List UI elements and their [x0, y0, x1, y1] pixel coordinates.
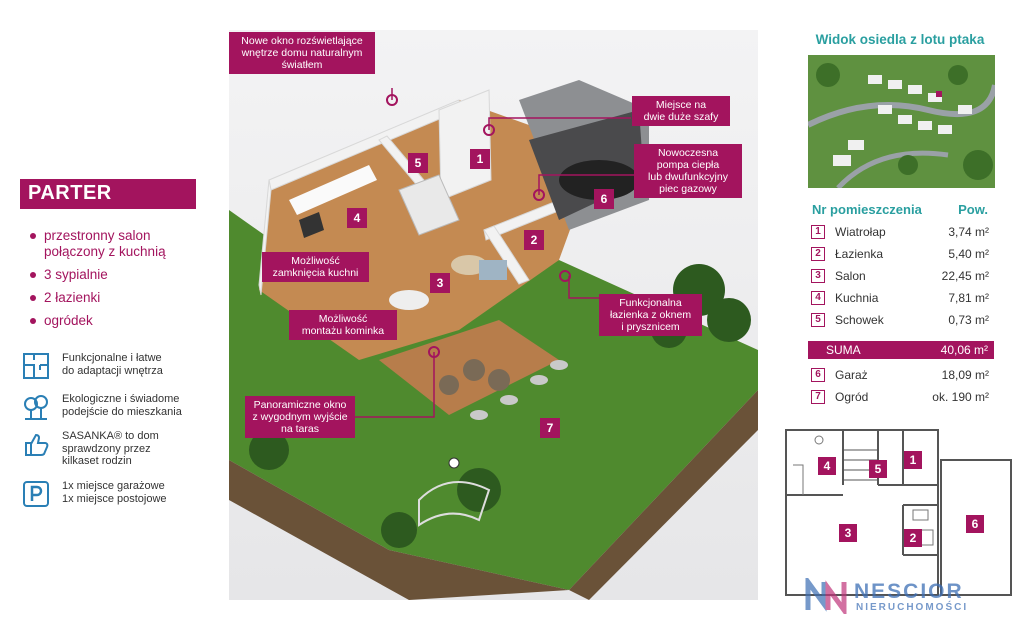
- rooms-header-area: Pow.: [958, 202, 988, 217]
- parter-title: PARTER: [20, 179, 196, 209]
- room-number: 3: [811, 269, 825, 283]
- room-marker-3: 3: [430, 273, 450, 293]
- room-area: 7,81 m²: [948, 291, 989, 305]
- callout-wardrobes: Miejsce na dwie duże szafy: [632, 96, 730, 126]
- callout-heatpump: Nowoczesna pompa ciepła lub dwufunkcyjny…: [634, 144, 742, 198]
- room-name: Garaż: [835, 368, 868, 382]
- logo-sub: NIERUCHOMOŚCI: [856, 602, 969, 613]
- benefit-ecology: Ekologiczne i świadome podejście do mies…: [22, 393, 222, 427]
- parking-icon: [23, 481, 49, 507]
- feature-item: 3 sypialnie: [30, 267, 220, 283]
- room-name: Salon: [835, 269, 866, 283]
- callout-kitchen-close: Możliwość zamknięcia kuchni: [262, 252, 369, 282]
- logo-mark-icon: [805, 578, 847, 614]
- benefit-parking: 1x miejsce garażowe 1x miejsce postojowe: [22, 480, 222, 514]
- room-marker-6: 6: [594, 189, 614, 209]
- aerial-photo: [808, 55, 995, 188]
- room-row: 7 Ogród ok. 190 m²: [811, 389, 991, 407]
- plan-marker-5: 5: [869, 460, 887, 478]
- benefit-adaptation: Funkcjonalne i łatwe do adaptacji wnętrz…: [22, 352, 222, 386]
- house-render: Nowe okno rozświetlające wnętrze domu na…: [229, 30, 758, 600]
- logo-brand: NESCIOR: [854, 580, 964, 603]
- room-name: Ogród: [835, 390, 869, 404]
- room-number: 6: [811, 368, 825, 382]
- nescior-logo: NESCIOR NIERUCHOMOŚCI: [804, 578, 1014, 616]
- room-number: 1: [811, 225, 825, 239]
- callout-window: Nowe okno rozświetlające wnętrze domu na…: [229, 32, 375, 74]
- tree-icon: [24, 395, 48, 420]
- plan-marker-2: 2: [904, 529, 922, 547]
- callout-fireplace: Możliwość montażu kominka: [289, 310, 397, 340]
- room-number: 2: [811, 247, 825, 261]
- room-area: ok. 190 m²: [932, 390, 989, 404]
- plan-marker-3: 3: [839, 524, 857, 542]
- room-area: 3,74 m²: [948, 225, 989, 239]
- feature-item: 2 łazienki: [30, 290, 220, 306]
- feature-item: przestronny salon połączony z kuchnią: [30, 228, 180, 260]
- thumbs-up-icon: [25, 433, 49, 456]
- room-marker-7: 7: [540, 418, 560, 438]
- benefit-text: SASANKA® to dom sprawdzony przez kilkase…: [62, 430, 159, 467]
- room-area: 22,45 m²: [941, 269, 989, 283]
- aerial-title: Widok osiedla z lotu ptaka: [815, 32, 985, 47]
- room-row: 4 Kuchnia 7,81 m²: [811, 290, 991, 308]
- room-marker-4: 4: [347, 208, 367, 228]
- room-area: 5,40 m²: [948, 247, 989, 261]
- rooms-header-number: Nr pomieszczenia: [812, 202, 922, 217]
- room-area: 0,73 m²: [948, 313, 989, 327]
- feature-item: ogródek: [30, 313, 220, 329]
- sum-label: SUMA: [826, 343, 861, 357]
- room-number: 4: [811, 291, 825, 305]
- room-number: 7: [811, 390, 825, 404]
- room-row: 2 Łazienka 5,40 m²: [811, 246, 991, 264]
- room-marker-2: 2: [524, 230, 544, 250]
- sum-row: SUMA 40,06 m²: [808, 341, 994, 359]
- plan-marker-6: 6: [966, 515, 984, 533]
- room-name: Kuchnia: [835, 291, 879, 305]
- callout-terrace: Panoramiczne okno z wygodnym wyjście na …: [245, 396, 355, 438]
- benefit-text: Ekologiczne i świadome podejście do mies…: [62, 393, 182, 418]
- floorplan-icon: [23, 353, 49, 379]
- features-list: przestronny salon połączony z kuchnią 3 …: [30, 228, 220, 336]
- callout-bathroom: Funkcjonalna łazienka z oknem i prysznic…: [599, 294, 702, 336]
- room-marker-5: 5: [408, 153, 428, 173]
- room-name: Schowek: [835, 313, 884, 327]
- plan-marker-4: 4: [818, 457, 836, 475]
- plan-marker-1: 1: [904, 451, 922, 469]
- room-row: 1 Wiatrołap 3,74 m²: [811, 224, 991, 242]
- room-row: 6 Garaż 18,09 m²: [811, 367, 991, 385]
- room-area: 18,09 m²: [941, 368, 989, 382]
- room-name: Wiatrołap: [835, 225, 886, 239]
- sum-area: 40,06 m²: [940, 343, 988, 357]
- room-number: 5: [811, 313, 825, 327]
- benefit-proven: SASANKA® to dom sprawdzony przez kilkase…: [22, 430, 222, 467]
- room-name: Łazienka: [835, 247, 884, 261]
- floor-plan: [785, 429, 1012, 596]
- room-marker-1: 1: [470, 149, 490, 169]
- room-row: 3 Salon 22,45 m²: [811, 268, 991, 286]
- benefit-text: 1x miejsce garażowe 1x miejsce postojowe: [62, 480, 167, 505]
- room-row: 5 Schowek 0,73 m²: [811, 312, 991, 330]
- benefit-text: Funkcjonalne i łatwe do adaptacji wnętrz…: [62, 352, 163, 377]
